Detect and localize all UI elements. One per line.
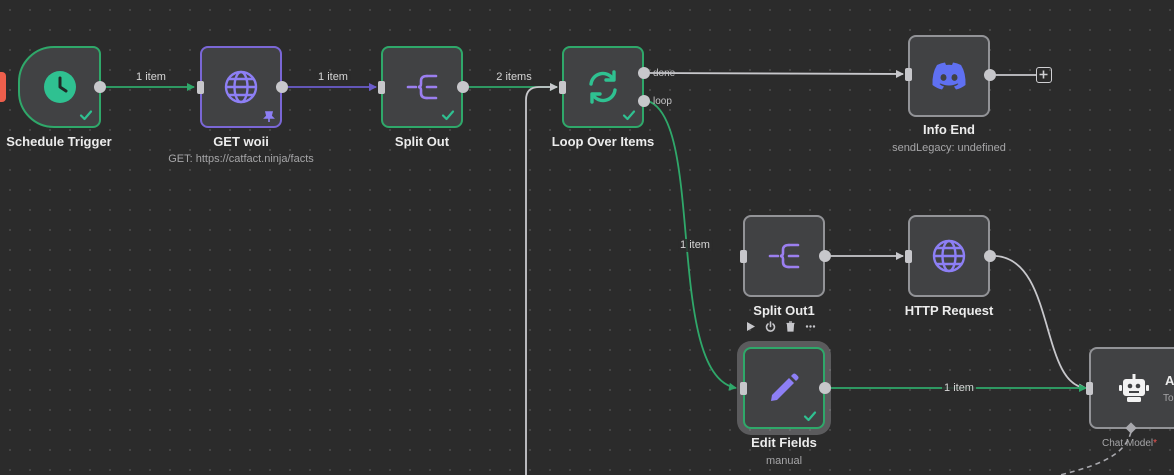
ai-agent-title-partial: A xyxy=(1165,373,1174,388)
edge-chat-model-dashed xyxy=(1059,431,1132,475)
success-check-icon xyxy=(441,108,455,122)
ai-agent-input-handle[interactable] xyxy=(1086,382,1093,395)
get-woii-output-handle[interactable] xyxy=(276,81,288,93)
port-label-done: done xyxy=(653,68,676,79)
node-label: Schedule Trigger xyxy=(6,134,112,149)
more-icon[interactable] xyxy=(805,321,816,332)
pin-icon xyxy=(263,110,275,122)
success-check-icon xyxy=(803,409,817,423)
node-ai-agent[interactable]: A To xyxy=(1089,347,1174,429)
node-label: Info End xyxy=(923,122,975,137)
node-label: Split Out xyxy=(394,134,450,149)
info-end-input-handle[interactable] xyxy=(905,68,912,81)
chat-model-text: Chat Model xyxy=(1102,438,1154,449)
discord-icon xyxy=(931,62,967,90)
pencil-icon xyxy=(767,371,801,405)
schedule-trigger-output-handle[interactable] xyxy=(94,81,106,93)
edit-fields-input-handle[interactable] xyxy=(740,382,747,395)
node-edit-fields[interactable] xyxy=(743,347,825,429)
edge-label-trigger-to-get: 1 item xyxy=(134,71,168,84)
globe-icon xyxy=(931,238,967,274)
info-end-output-handle[interactable] xyxy=(984,69,996,81)
node-split-out[interactable] xyxy=(381,46,463,128)
port-label-loop: loop xyxy=(653,96,672,107)
loop-input-handle[interactable] xyxy=(559,81,566,94)
play-icon[interactable] xyxy=(745,321,756,332)
node-subtitle: sendLegacy: undefined xyxy=(892,142,1006,154)
chat-model-label: Chat Model* xyxy=(1102,438,1157,449)
split-out-icon xyxy=(405,72,439,102)
node-subtitle: manual xyxy=(765,455,803,467)
node-label: HTTP Request xyxy=(904,303,994,318)
http-request-output-handle[interactable] xyxy=(984,250,996,262)
loop-icon xyxy=(585,69,621,105)
trash-icon[interactable] xyxy=(785,321,796,332)
edge-label-get-to-split: 1 item xyxy=(316,71,350,84)
edge-loop-return xyxy=(525,83,558,475)
get-woii-input-handle[interactable] xyxy=(197,81,204,94)
split-out1-output-handle[interactable] xyxy=(819,250,831,262)
edit-fields-output-handle[interactable] xyxy=(819,382,831,394)
globe-icon xyxy=(223,69,259,105)
node-http-request[interactable] xyxy=(908,215,990,297)
edge-label-split-to-loop: 2 items xyxy=(494,71,534,84)
split-out-input-handle[interactable] xyxy=(378,81,385,94)
ai-agent-subtitle-partial: To xyxy=(1163,393,1174,404)
split-out1-input-handle[interactable] xyxy=(740,250,747,263)
edge-http-to-agent xyxy=(995,255,1087,392)
node-label: Loop Over Items xyxy=(551,134,655,149)
loop-loop-output-handle[interactable] xyxy=(638,95,650,107)
split-out-icon xyxy=(767,241,801,271)
node-toolbar xyxy=(745,321,816,332)
add-node-button[interactable] xyxy=(1036,67,1052,83)
loop-done-output-handle[interactable] xyxy=(638,67,650,79)
node-subtitle: GET: https://catfact.ninja/facts xyxy=(168,153,314,165)
success-check-icon xyxy=(622,108,636,122)
node-label: GET woii xyxy=(213,134,269,149)
offscreen-node-stub[interactable] xyxy=(0,72,6,102)
robot-icon xyxy=(1119,374,1149,402)
node-split-out1[interactable] xyxy=(743,215,825,297)
success-check-icon xyxy=(79,108,93,122)
clock-icon xyxy=(43,70,77,104)
node-label: Split Out1 xyxy=(753,303,815,318)
edge-label-loop-to-edit: 1 item xyxy=(678,239,712,252)
edge-done-to-info-end xyxy=(649,69,904,78)
node-label: Edit Fields xyxy=(751,435,817,450)
split-out-output-handle[interactable] xyxy=(457,81,469,93)
plus-icon xyxy=(1037,68,1051,81)
node-info-end[interactable] xyxy=(908,35,990,117)
http-request-input-handle[interactable] xyxy=(905,250,912,263)
node-loop-over-items[interactable] xyxy=(562,46,644,128)
node-schedule-trigger[interactable] xyxy=(18,46,101,128)
required-mark: * xyxy=(1153,438,1158,449)
node-get-woii[interactable] xyxy=(200,46,282,128)
edge-label-edit-to-agent: 1 item xyxy=(942,382,976,395)
power-icon[interactable] xyxy=(765,321,776,332)
